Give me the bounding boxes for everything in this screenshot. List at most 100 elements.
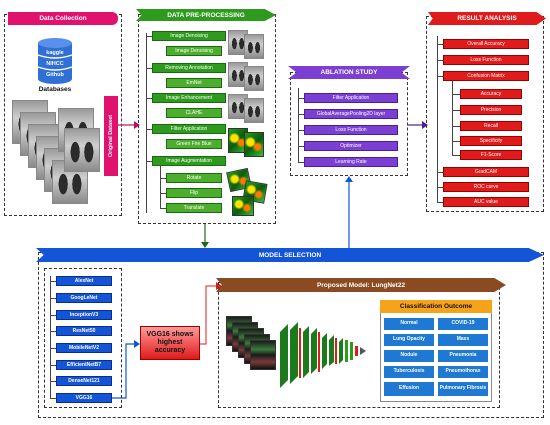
connector-line xyxy=(146,68,152,69)
ablation-title: ABLATION STUDY xyxy=(288,66,410,79)
source-kaggle: kaggle xyxy=(46,50,64,56)
connector-line xyxy=(160,166,161,208)
input-image xyxy=(250,340,276,370)
class-lung-opacity: Lung Opacity xyxy=(384,334,434,346)
connector-line xyxy=(298,162,304,163)
model-mobilenetv2: MobileNetV2 xyxy=(56,343,112,353)
results-title: RESULT ANALYSIS xyxy=(428,12,546,25)
models-subpanel xyxy=(44,268,122,408)
class-effusion: Effusion xyxy=(384,382,434,396)
result-loss-function: Loss Function xyxy=(443,55,529,65)
model-densenet121: DenseNet121 xyxy=(56,376,112,386)
cm-accuracy: Accuracy xyxy=(460,89,522,99)
connector-line xyxy=(160,178,166,179)
step-filter-application: Filter Application xyxy=(152,124,226,134)
ablation-loss-function: Loss Function xyxy=(304,125,398,135)
step-image-augmentation: Image Augmentation xyxy=(152,156,226,166)
sub-translate: Translate xyxy=(166,203,222,213)
database-icon xyxy=(37,38,73,84)
connector-line xyxy=(298,146,304,147)
connector-line xyxy=(146,161,152,162)
result-roc-curve: ROC curve xyxy=(443,182,529,192)
preprocessing-title: DATA PRE-PROCESSING xyxy=(136,9,276,21)
flow-arrow-icon xyxy=(112,340,140,399)
flow-arrow-icon xyxy=(345,176,353,250)
class-pulmonary-fibrosis: Pulmonary Fibrosis xyxy=(438,382,488,396)
connector-line xyxy=(437,187,443,188)
xray-thumbnail xyxy=(244,66,264,91)
cm-f1-score: F1-Score xyxy=(460,150,522,160)
connector-line xyxy=(50,381,56,382)
connector-line xyxy=(50,276,51,398)
sub-clahe: CLAHE xyxy=(166,108,222,118)
class-nodule: Nodule xyxy=(384,350,434,362)
outcome-title: Classification Outcome xyxy=(380,300,492,313)
connector-line xyxy=(437,36,438,202)
augmented-thumbnail xyxy=(232,196,254,216)
step-removing-annotation: Removing Annotation xyxy=(152,63,226,73)
xray-thumbnail xyxy=(244,98,264,123)
connector-line xyxy=(50,348,56,349)
connector-line xyxy=(452,141,460,142)
connector-line xyxy=(452,81,453,155)
connector-line xyxy=(160,208,166,209)
source-github: Github xyxy=(46,72,64,78)
connector-line xyxy=(146,98,152,99)
connector-line xyxy=(50,281,56,282)
sub-image-denoising: Image Denoising xyxy=(166,46,222,56)
databases-label: Databases xyxy=(38,86,72,93)
flow-arrow-icon xyxy=(200,282,222,345)
connector-line xyxy=(437,76,443,77)
connector-line xyxy=(298,114,304,115)
model-selection-title: MODEL SELECTION xyxy=(36,248,544,262)
connector-line xyxy=(437,60,443,61)
connector-line xyxy=(437,202,443,203)
model-googlenet: GoogLeNet xyxy=(56,293,112,303)
connector-line xyxy=(452,126,460,127)
connector-line xyxy=(50,315,56,316)
connector-line xyxy=(298,88,299,162)
result-gradcam: GradCAM xyxy=(443,167,529,177)
original-dataset-label: Original Dataset xyxy=(108,114,114,158)
connector-line xyxy=(298,130,304,131)
source-nihcc: NIHCC xyxy=(46,61,64,67)
xray-stack-image xyxy=(64,128,100,172)
connector-line xyxy=(50,331,56,332)
model-inceptionv3: InceptionV3 xyxy=(56,310,112,320)
flow-arrow-icon xyxy=(408,121,428,129)
vgg16-highlight: VGG16 shows highest accuracy xyxy=(140,326,200,360)
cm-precision: Precision xyxy=(460,105,522,115)
connector-line xyxy=(160,193,166,194)
original-dataset-tab: Original Dataset xyxy=(104,96,118,176)
sub-green-fire-blue: Green Fire Blue xyxy=(166,139,222,149)
connector-line xyxy=(50,365,56,366)
class-tuberculosis: Tuberculosis xyxy=(384,366,434,378)
flow-arrow-icon xyxy=(118,121,140,129)
class-pneumothorax: Pneumothorax xyxy=(438,366,488,378)
ablation-filter-application: Filter Application xyxy=(304,93,398,103)
connector-line xyxy=(437,172,443,173)
class-mass: Mass xyxy=(438,334,488,346)
flow-arrow-icon xyxy=(201,224,209,248)
result-auc-value: AUC value xyxy=(443,197,529,207)
xray-thumbnail xyxy=(244,34,264,59)
result-overall-accuracy: Overall Accuracy xyxy=(443,39,529,49)
cm-specificity: Specificity xyxy=(460,136,522,146)
connector-line xyxy=(437,44,443,45)
cm-recall: Recall xyxy=(460,121,522,131)
data-collection-title: Data Collection xyxy=(8,12,118,25)
sub-rotate: Rotate xyxy=(166,173,222,183)
cnn-architecture-icon xyxy=(280,322,366,388)
connector-line xyxy=(298,98,304,99)
step-image-enhancement: Image Enhancement xyxy=(152,93,226,103)
filtered-thumbnail xyxy=(244,132,264,157)
connector-line xyxy=(146,36,152,37)
connector-line xyxy=(452,110,460,111)
connector-line xyxy=(50,298,56,299)
model-vgg16: VGG16 xyxy=(56,393,112,403)
model-resnet50: ResNet50 xyxy=(56,326,112,336)
connector-line xyxy=(50,398,56,399)
step-image-denoising: Image Denoising xyxy=(152,31,226,41)
ablation-learning-rate: Learning Rate xyxy=(304,157,398,167)
result-confusion-matrix: Confusion Matrix xyxy=(443,71,529,81)
